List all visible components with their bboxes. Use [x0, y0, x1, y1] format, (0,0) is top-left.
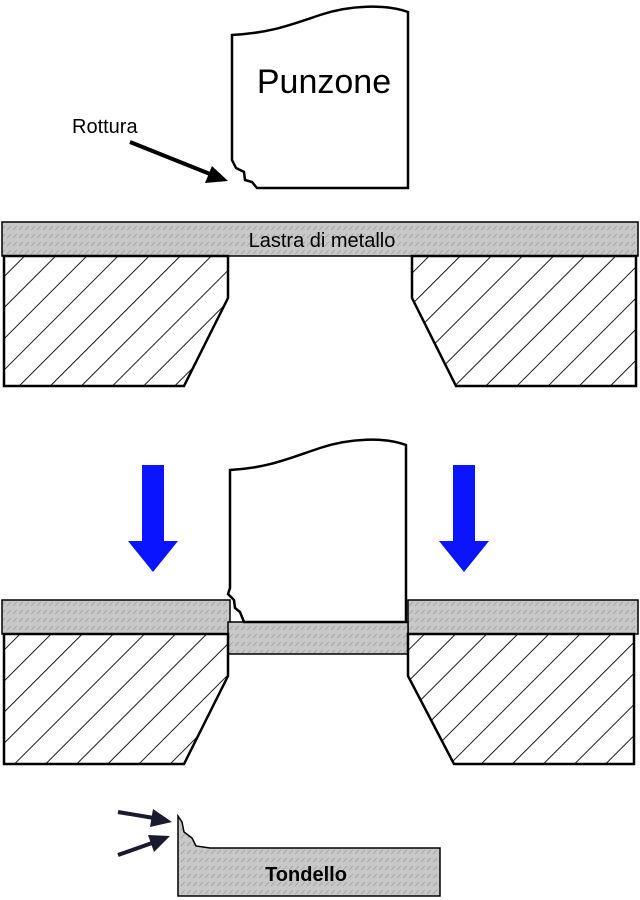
punch-top — [230, 5, 410, 190]
metal-sheet-right — [407, 599, 639, 635]
break-arrow-icon — [129, 140, 228, 183]
die-left-2 — [2, 632, 230, 766]
punch-pressed — [226, 438, 408, 624]
down-arrow-left-icon — [128, 465, 178, 572]
die-right-2 — [406, 632, 636, 766]
blank-shape — [177, 813, 441, 897]
down-arrow-right-icon — [439, 465, 489, 572]
break-label: Rottura — [72, 116, 138, 138]
edge-arrow-top-icon — [117, 809, 172, 827]
metal-sheet — [1, 221, 639, 257]
die-right — [410, 254, 638, 388]
metal-sheet-left — [1, 599, 231, 635]
sheet-label: Lastra di metallo — [249, 230, 396, 252]
stage-after — [1, 438, 639, 766]
blank-label: Tondello — [265, 864, 347, 886]
stage-before: Punzone Rottura Lastra di metallo — [1, 5, 639, 388]
punched-slug — [227, 621, 409, 655]
edge-arrow-bottom-icon — [117, 835, 170, 857]
blank-part: Tondello — [117, 809, 441, 897]
punch-label: Punzone — [257, 63, 391, 101]
die-left — [2, 254, 230, 388]
